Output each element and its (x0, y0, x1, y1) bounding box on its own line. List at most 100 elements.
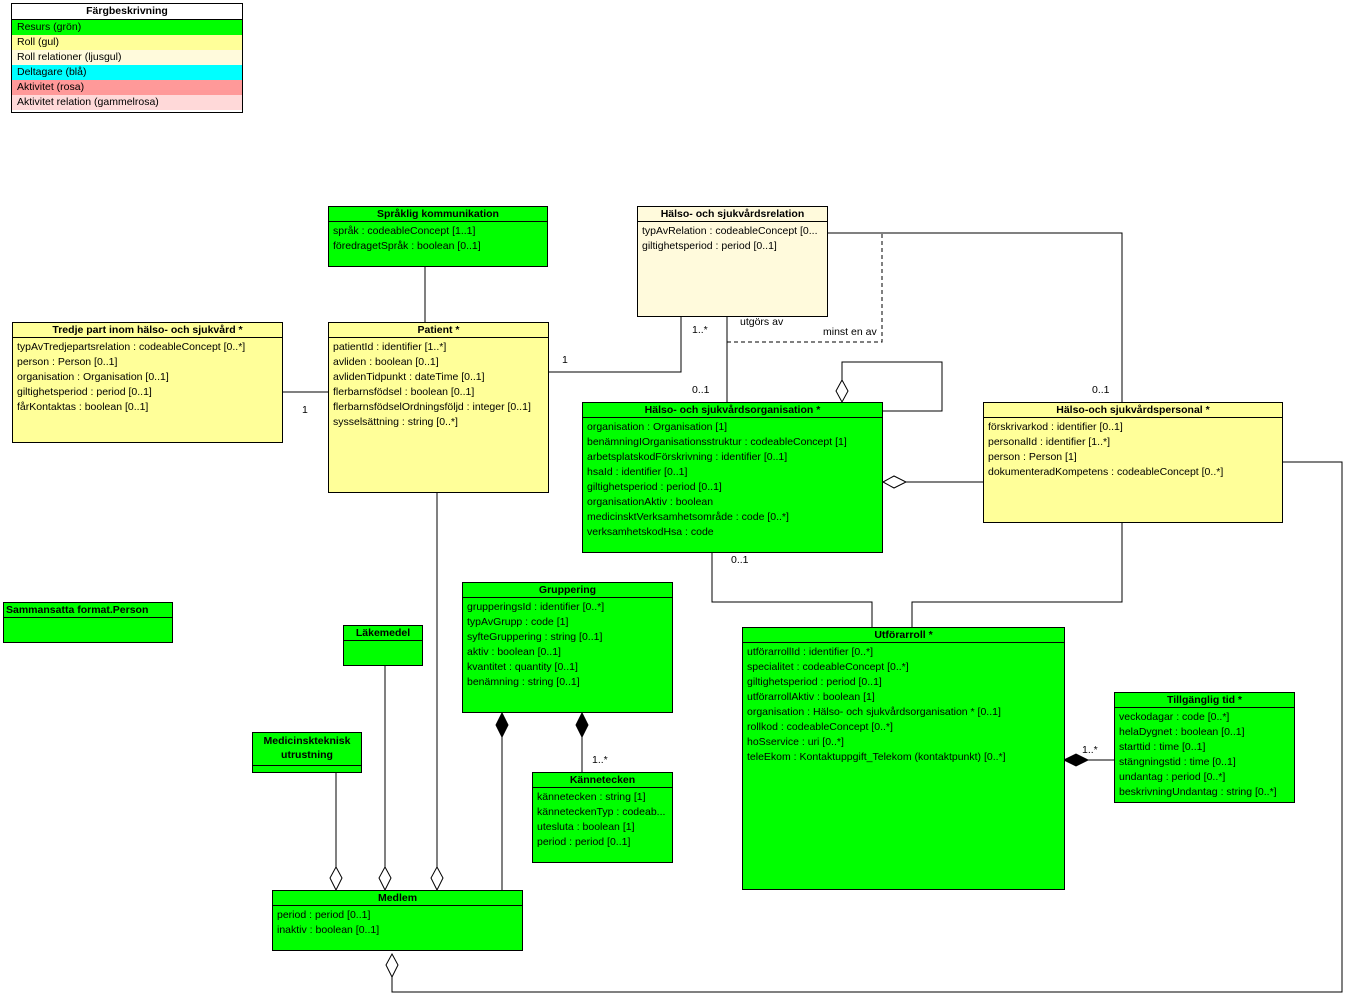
legend-row-aktivitet: Aktivitet (rosa) (12, 80, 242, 95)
class-halso-sjukvardsorganisation[interactable]: Hälso- och sjukvårdsorganisation * organ… (582, 402, 883, 553)
edge-patient-hsrel (548, 317, 682, 373)
label-minst-en-av: minst en av (823, 326, 877, 338)
attribute: organisation : Hälso- och sjukvårdsorgan… (747, 706, 1001, 718)
attribute: aktiv : boolean [0..1] (467, 646, 561, 658)
attribute: period : period [0..1] (537, 836, 631, 848)
attribute: arbetsplatskodFörskrivning : identifier … (587, 451, 788, 463)
aggregation-diamond-hspers (385, 952, 399, 979)
class-lakemedel[interactable]: Läkemedel (343, 625, 423, 666)
attribute: specialitet : codeableConcept [0..*] (747, 661, 909, 673)
class-halso-sjukvardsrelation[interactable]: Hälso- och sjukvårdsrelation typAvRelati… (637, 206, 828, 317)
class-tredje-part[interactable]: Tredje part inom hälso- och sjukvård * t… (12, 322, 283, 443)
multiplicity-hsorg-top: 0..1 (692, 384, 710, 396)
class-title: Patient * (329, 323, 548, 338)
class-halso-sjukvardspersonal[interactable]: Hälso-och sjukvårdspersonal * förskrivar… (983, 402, 1283, 523)
multiplicity-kannetecken: 1..* (592, 754, 608, 766)
multiplicity-tredje: 1 (302, 404, 308, 416)
class-kannetecken[interactable]: Kännetecken kännetecken : string [1] kän… (532, 772, 673, 863)
attribute: organisationAktiv : boolean (587, 496, 714, 508)
attribute: patientId : identifier [1..*] (333, 341, 447, 353)
legend-row-roll: Roll (gul) (12, 35, 242, 50)
attribute: kännetecken : string [1] (537, 791, 646, 803)
attribute: inaktiv : boolean [0..1] (277, 924, 380, 936)
attribute: starttid : time [0..1] (1119, 741, 1206, 753)
attribute: verksamhetskodHsa : code (587, 526, 714, 538)
multiplicity-patient: 1 (562, 354, 568, 366)
attribute: språk : codeableConcept [1..1] (333, 225, 476, 237)
class-title: Hälso- och sjukvårdsorganisation * (583, 403, 882, 418)
composition-diamond-kann (575, 711, 589, 739)
attribute: giltighetsperiod : period [0..1] (17, 386, 152, 398)
attribute: förskrivarkod : identifier [0..1] (988, 421, 1123, 433)
attribute: typAvGrupp : code [1] (467, 616, 569, 628)
attribute: organisation : Organisation [1] (587, 421, 728, 433)
class-title: Läkemedel (344, 626, 422, 641)
attribute: avlidenTidpunkt : dateTime [0..1] (333, 371, 485, 383)
attribute: personalId : identifier [1..*] (988, 436, 1110, 448)
aggregation-diamond-hsorg-pers (881, 475, 908, 489)
multiplicity-hspers-top: 0..1 (1092, 384, 1110, 396)
aggregation-diamond-lakemedel (378, 865, 392, 892)
attribute: rollkod : codeableConcept [0..*] (747, 721, 893, 733)
class-title: Tillgänglig tid * (1115, 693, 1294, 708)
attribute: teleEkom : Kontaktuppgift_Telekom (konta… (747, 751, 1006, 763)
legend-title: Färgbeskrivning (12, 4, 242, 20)
attribute: fårKontaktas : boolean [0..1] (17, 401, 149, 413)
attribute: flerbarnsfödsel : boolean [0..1] (333, 386, 475, 398)
class-title: Medlem (273, 891, 522, 906)
legend-row-aktivitet-relation: Aktivitet relation (gammelrosa) (12, 95, 242, 110)
class-medicinskteknisk-utrustning[interactable]: Medicinskteknisk utrustning (252, 732, 362, 773)
edge-hsrel-hspers (828, 232, 1123, 402)
attribute: organisation : Organisation [0..1] (17, 371, 169, 383)
attribute: giltighetsperiod : period [0..1] (642, 240, 777, 252)
attribute: benämningIOrganisationsstruktur : codeab… (587, 436, 847, 448)
class-title: Utförarroll * (743, 628, 1064, 643)
attribute: utförarrollAktiv : boolean [1] (747, 691, 875, 703)
attribute: beskrivningUndantag : string [0..*] (1119, 786, 1277, 798)
aggregation-diamond-medtek (329, 865, 343, 892)
class-title: Kännetecken (533, 773, 672, 788)
composition-diamond-tillg (1062, 753, 1090, 767)
aggregation-diamond-hsorg-self (835, 378, 849, 404)
class-title: Gruppering (463, 583, 672, 598)
multiplicity-tillganglig: 1..* (1082, 744, 1098, 756)
attribute: typAvRelation : codeableConcept [0... (642, 225, 818, 237)
legend-row-resurs: Resurs (grön) (12, 20, 242, 35)
attribute: föredragetSpråk : boolean [0..1] (333, 240, 481, 252)
attribute: medicinsktVerksamhetsområde : code [0..*… (587, 511, 789, 523)
class-title: Tredje part inom hälso- och sjukvård * (13, 323, 282, 338)
class-utforarroll[interactable]: Utförarroll * utförarrollId : identifier… (742, 627, 1065, 890)
class-patient[interactable]: Patient * patientId : identifier [1..*] … (328, 322, 549, 493)
attribute: helaDygnet : boolean [0..1] (1119, 726, 1245, 738)
attribute: grupperingsId : identifier [0..*] (467, 601, 605, 613)
attribute: dokumenteradKompetens : codeableConcept … (988, 466, 1224, 478)
attribute: hoSservice : uri [0..*] (747, 736, 844, 748)
class-gruppering[interactable]: Gruppering grupperingsId : identifier [0… (462, 582, 673, 713)
label-utgors-av: utgörs av (740, 316, 784, 328)
class-title: Hälso-och sjukvårdspersonal * (984, 403, 1282, 418)
attribute: hsaId : identifier [0..1] (587, 466, 688, 478)
class-title: Språklig kommunikation (329, 207, 547, 222)
class-medlem[interactable]: Medlem period : period [0..1] inaktiv : … (272, 890, 523, 951)
class-title: Hälso- och sjukvårdsrelation (638, 207, 827, 222)
color-legend: Färgbeskrivning Resurs (grön) Roll (gul)… (11, 3, 243, 113)
class-spraklig-kommunikation[interactable]: Språklig kommunikation språk : codeableC… (328, 206, 548, 267)
attribute: syfteGruppering : string [0..1] (467, 631, 603, 643)
composition-diamond-medlem (495, 711, 509, 739)
attribute: benämning : string [0..1] (467, 676, 580, 688)
attribute: utförarrollId : identifier [0..*] (747, 646, 874, 658)
attribute: typAvTredjepartsrelation : codeableConce… (17, 341, 246, 353)
attribute: stängningstid : time [0..1] (1119, 756, 1236, 768)
multiplicity-hsorg-bottom: 0..1 (731, 554, 749, 566)
attribute: sysselsättning : string [0..*] (333, 416, 458, 428)
attribute: kvantitet : quantity [0..1] (467, 661, 578, 673)
edge-constraint-dashed (727, 233, 883, 343)
attribute: giltighetsperiod : period [0..1] (587, 481, 722, 493)
attribute: person : Person [0..1] (17, 356, 118, 368)
aggregation-diamond-patient (430, 865, 444, 892)
multiplicity-hsrel: 1..* (692, 324, 708, 336)
class-tillganglig-tid[interactable]: Tillgänglig tid * veckodagar : code [0..… (1114, 692, 1295, 803)
attribute: undantag : period [0..*] (1119, 771, 1226, 783)
class-sammansatta-format-person[interactable]: Sammansatta format.Person (3, 602, 173, 643)
